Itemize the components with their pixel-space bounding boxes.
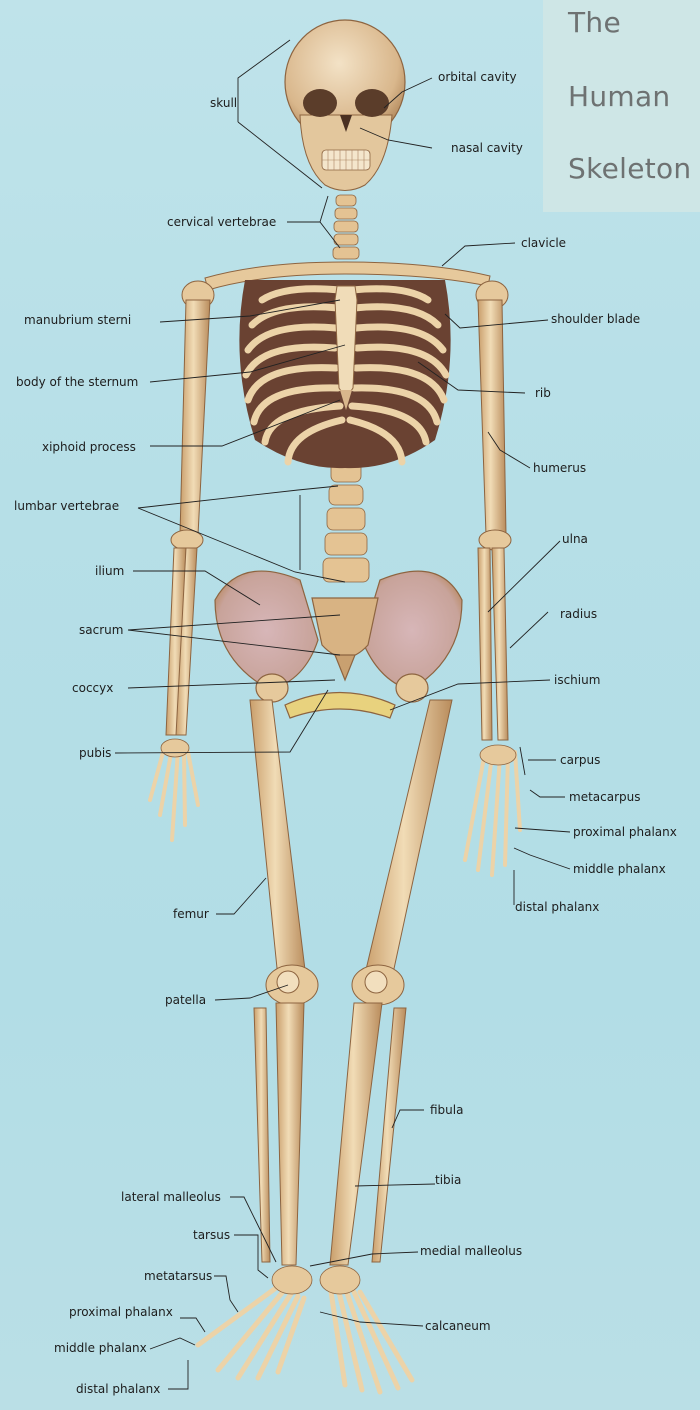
label-sacrum: sacrum xyxy=(79,623,124,637)
label-shoulder-blade: shoulder blade xyxy=(551,312,641,326)
label-lateral-malleolus: lateral malleolus xyxy=(121,1190,221,1204)
label-ulna: ulna xyxy=(562,532,588,546)
label-middle-phalanx-foot: middle phalanx xyxy=(54,1341,147,1355)
title-line-2: Human xyxy=(568,80,671,113)
spine xyxy=(322,194,370,583)
ribcage xyxy=(239,280,451,469)
legs xyxy=(249,699,453,1266)
label-medial-malleolus: medial malleolus xyxy=(420,1244,523,1258)
label-ischium: ischium xyxy=(554,673,601,687)
label-calcaneum: calcaneum xyxy=(425,1319,491,1333)
label-proximal-phalanx-foot: proximal phalanx xyxy=(69,1305,173,1319)
title-line-1: The xyxy=(568,6,621,39)
label-pubis: pubis xyxy=(79,746,112,760)
feet xyxy=(195,1282,415,1395)
label-humerus: humerus xyxy=(533,461,587,475)
label-distal-phalanx-hand: distal phalanx xyxy=(515,900,600,914)
pelvis xyxy=(214,570,463,719)
skull-bone xyxy=(284,19,406,191)
label-xiphoid-process: xiphoid process xyxy=(42,440,136,454)
label-body-of-sternum: body of the sternum xyxy=(16,375,139,389)
label-metatarsus: metatarsus xyxy=(144,1269,213,1283)
label-proximal-phalanx-hand: proximal phalanx xyxy=(573,825,677,839)
label-metacarpus: metacarpus xyxy=(569,790,641,804)
label-tibia: tibia xyxy=(435,1173,462,1187)
label-tarsus: tarsus xyxy=(193,1228,231,1242)
title-panel: The Human Skeleton xyxy=(543,0,700,212)
label-ilium: ilium xyxy=(95,564,125,578)
hands xyxy=(148,743,522,877)
label-clavicle: clavicle xyxy=(521,236,567,250)
label-patella: patella xyxy=(165,993,207,1007)
label-nasal-cavity: nasal cavity xyxy=(451,141,523,155)
label-orbital-cavity: orbital cavity xyxy=(438,70,517,84)
label-middle-phalanx-hand: middle phalanx xyxy=(573,862,666,876)
label-radius: radius xyxy=(560,607,598,621)
label-coccyx: coccyx xyxy=(72,681,114,695)
leader-lines xyxy=(114,39,571,1390)
title-line-3: Skeleton xyxy=(568,152,692,185)
label-distal-phalanx-foot: distal phalanx xyxy=(76,1382,161,1396)
label-lumbar-vertebrae: lumbar vertebrae xyxy=(14,499,120,513)
label-cervical-vertebrae: cervical vertebrae xyxy=(167,215,277,229)
arms xyxy=(165,280,512,741)
label-fibula: fibula xyxy=(430,1103,464,1117)
label-manubrium-sterni: manubrium sterni xyxy=(24,313,132,327)
label-rib: rib xyxy=(535,386,551,400)
label-carpus: carpus xyxy=(560,753,601,767)
label-femur: femur xyxy=(173,907,209,921)
label-skull: skull xyxy=(210,96,238,110)
